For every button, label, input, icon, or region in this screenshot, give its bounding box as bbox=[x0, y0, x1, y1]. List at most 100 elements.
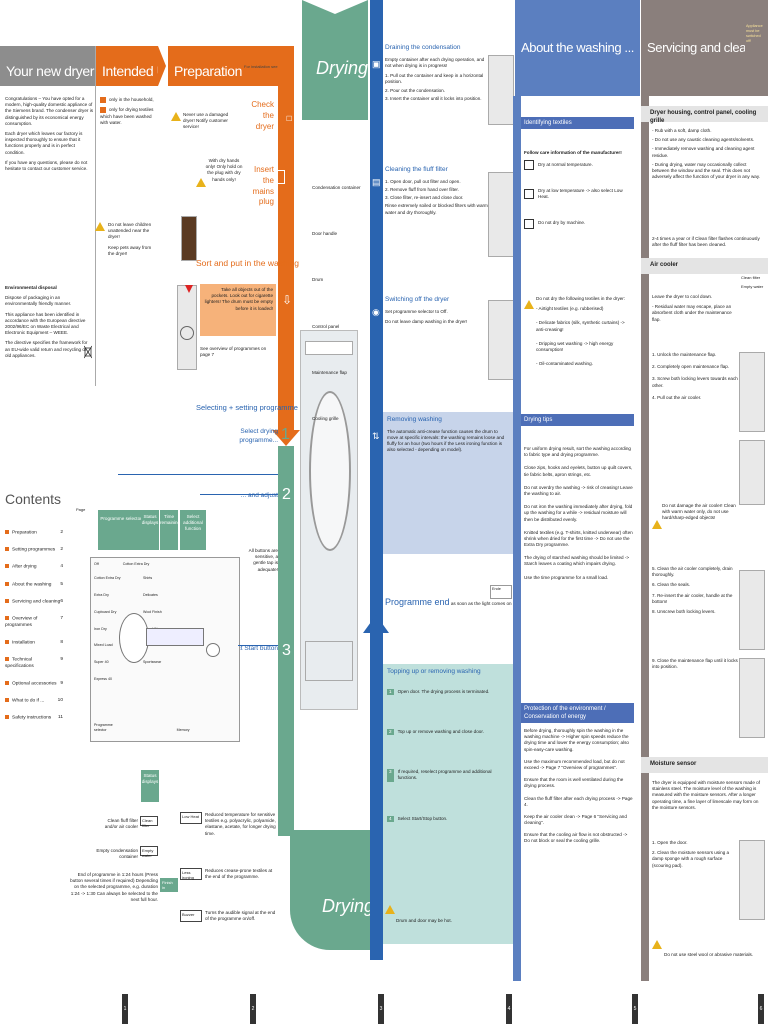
environment-item: Keep the air cooler clean -> Page 6 "Ser… bbox=[524, 813, 627, 826]
drying-banner-top: Drying bbox=[302, 0, 368, 120]
panel-programme-right: Sportswear bbox=[143, 660, 162, 665]
contents-page: 2 bbox=[60, 530, 63, 535]
topping-step-text: Open door. The drying process is termina… bbox=[397, 688, 490, 694]
step2-label: ... and adjust bbox=[240, 492, 278, 499]
buzzer-button[interactable]: Buzzer bbox=[180, 910, 202, 922]
programme-dial[interactable] bbox=[119, 613, 149, 663]
air-step: 9. Close the maintenance flap until it l… bbox=[652, 658, 738, 670]
care-text: Do not dry by machine. bbox=[538, 220, 586, 226]
selecting-programme-label: Selecting + setting programme bbox=[196, 403, 298, 412]
topping-step-number: 3 bbox=[387, 769, 394, 782]
identifying-textiles-tag: Identifying textiles bbox=[521, 117, 634, 130]
contents-label: Optional accessories bbox=[12, 681, 57, 687]
drain-section: Draining the condensation Empty containe… bbox=[385, 44, 489, 104]
air-cooler-warning-icon bbox=[652, 520, 662, 531]
less-ironing-desc: Reduces crease-prone textiles at the end… bbox=[205, 868, 273, 880]
moisture-title: Moisture sensor bbox=[641, 757, 768, 773]
panel-programme-right: Shirts bbox=[143, 576, 153, 580]
dryer-part-label: Control panel bbox=[312, 323, 340, 329]
page-marker-3: 3 bbox=[378, 994, 384, 1024]
switch-off-section: Switching off the dryer Set programme se… bbox=[385, 296, 489, 329]
dry-hands-warning-icon bbox=[196, 178, 206, 189]
filter-icon: ▤ bbox=[372, 177, 381, 187]
filter-step: 2. Remove fluff from hand over filter. bbox=[385, 186, 459, 192]
panel-bottom-label: Memory bbox=[176, 727, 190, 732]
children-text: Do not leave children unattended near th… bbox=[108, 222, 152, 240]
contents-label: Installation bbox=[12, 640, 35, 646]
children-warning: Do not leave children unattended near th… bbox=[108, 222, 158, 261]
air-step: 1. Unlock the maintenance flap. bbox=[652, 352, 717, 357]
contents-page: 2 bbox=[60, 547, 63, 553]
check-mark-icon: ☐ bbox=[286, 116, 293, 123]
air-intro-1: Leave the dryer to cool down. bbox=[652, 294, 713, 299]
switch-note: Do not leave damp washing in the dryer! bbox=[385, 318, 468, 324]
steel-wool-warning-icon bbox=[652, 940, 662, 951]
status-displays-header: Status displays bbox=[141, 510, 159, 550]
finish-in-label: Finish in bbox=[160, 878, 178, 892]
do-not-dry-item: - Delicate fabrics (silk, synthetic curt… bbox=[536, 320, 625, 332]
start-button[interactable] bbox=[206, 643, 220, 657]
air-cooler-side: Clean filter Empty water bbox=[741, 275, 765, 294]
contents-label: Overview of programmes bbox=[5, 616, 38, 628]
drain-title: Draining the condensation bbox=[385, 44, 461, 51]
close-flap-image bbox=[739, 658, 765, 738]
drying-banner-bottom: Drying bbox=[290, 830, 374, 950]
air-steps-3: 9. Close the maintenance flap until it l… bbox=[652, 658, 738, 674]
air-step: 7. Re-insert the air cooler, handle at t… bbox=[652, 592, 733, 604]
damaged-warning: Never use a damaged dryer! Notify custom… bbox=[183, 112, 229, 130]
drain-step: 3. Insert the container until it locks i… bbox=[385, 95, 482, 101]
panel-programme-left: Mixed Load bbox=[94, 643, 113, 648]
end-indicator: Ende bbox=[490, 585, 512, 599]
plug-icon bbox=[275, 170, 285, 184]
drain-step: 1. Pull out the container and keep in a … bbox=[385, 73, 484, 85]
prog-end-title: Programme end bbox=[385, 597, 450, 607]
drain-intro: Empty container after each drying operat… bbox=[385, 56, 485, 68]
selector-image bbox=[488, 300, 514, 380]
topping-step-text: Top up or remove washing and close door. bbox=[397, 728, 484, 734]
intro-p1: Congratulations – You have opted for a m… bbox=[5, 96, 94, 126]
low-heat-desc: Reduced temperature for sensitive textil… bbox=[205, 812, 276, 836]
contents-label: Setting programmes bbox=[12, 547, 56, 553]
low-heat-button[interactable]: Low Heat bbox=[180, 812, 202, 824]
housing-item: - Rub with a soft, damp cloth. bbox=[652, 128, 712, 133]
drying-tip: Use the time programme for a small load. bbox=[524, 574, 609, 580]
page-marker-5: 5 bbox=[632, 994, 638, 1024]
air-step: 8. Unscrew both locking levers. bbox=[652, 608, 716, 614]
preparation-title: Preparation bbox=[168, 46, 278, 86]
hot-warning: Drum and door may be hot. bbox=[396, 918, 452, 923]
dryer-part-label: Door handle bbox=[312, 231, 338, 237]
servicing-title: Servicing and cleaning bbox=[641, 0, 745, 96]
dryer-loading-image bbox=[177, 285, 197, 370]
env-p3: The directive specifies the framework fo… bbox=[5, 340, 88, 358]
panel-programme-left: Iron Dry bbox=[94, 626, 107, 631]
follow-care: Follow care information of the manufactu… bbox=[524, 150, 622, 155]
drying-tip: For uniform drying result, sort the wash… bbox=[524, 446, 631, 458]
care-text: Dry at normal temperature. bbox=[538, 162, 593, 168]
blue-flow-bar bbox=[370, 0, 383, 960]
air-steps-2: 5. Clean the air cooler completely, drai… bbox=[652, 566, 738, 619]
dryer-front-illustration bbox=[300, 330, 358, 710]
less-ironing-button[interactable]: Less ironing bbox=[180, 868, 202, 880]
environment-item: Before drying, thoroughly spin the washi… bbox=[524, 728, 629, 752]
environment-item: Ensure that the room is well ventilated … bbox=[524, 777, 624, 789]
contents-item[interactable]: Setting programmes 2 bbox=[5, 547, 63, 554]
air-steps-1: 1. Unlock the maintenance flap.2. Comple… bbox=[652, 352, 738, 407]
topping-step-text: If required, reselect programme and addi… bbox=[397, 769, 492, 781]
contents-item[interactable]: What to do if ...10 bbox=[5, 698, 63, 705]
check-dryer-label: Check the dryer bbox=[251, 100, 274, 131]
contents-title: Contents bbox=[5, 491, 62, 507]
contents-label: About the washing bbox=[12, 581, 52, 587]
